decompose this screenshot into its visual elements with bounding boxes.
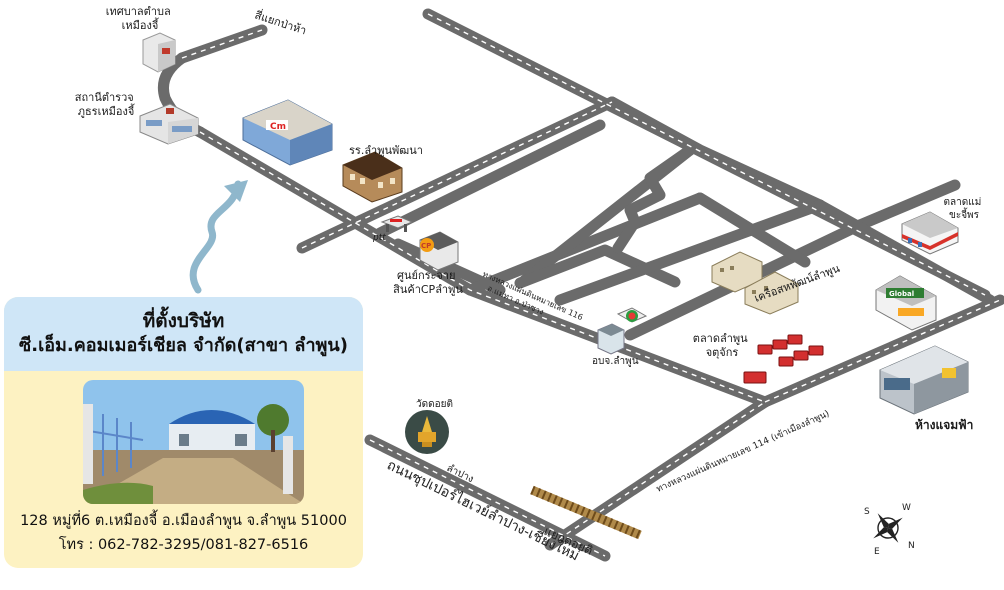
global-sign: Global	[889, 290, 914, 298]
chatuchak-market-label: ตลาดลำพูน จตุจักร	[693, 332, 751, 359]
obj-label: อบจ.ลำพูน	[592, 356, 639, 367]
ptt-label: ptt	[372, 233, 386, 243]
coop-buildings-icon	[711, 251, 799, 315]
company-warehouse-icon: Cm	[242, 99, 333, 166]
cp-distribution-center-icon: CP	[419, 231, 459, 271]
school-label: รร.ลำพูนพัฒนา	[349, 144, 423, 157]
mall-label: ห้างแจมฟ้า	[915, 418, 973, 432]
road-centerlines	[181, 13, 1001, 557]
compass-e: E	[874, 547, 880, 557]
pointer-arrow-icon	[189, 180, 242, 294]
compass-n: N	[908, 541, 915, 551]
municipality-building-icon	[142, 32, 176, 73]
police-station-icon	[139, 103, 199, 145]
info-title: ที่ตั้งบริษัท	[142, 310, 225, 332]
police-label: สถานีตำรวจ ภูธรเหมืองจี้	[75, 91, 137, 118]
svg-text:Cm: Cm	[270, 122, 286, 132]
company-phone: โทร : 062-782-3295/081-827-6516	[58, 537, 309, 553]
company-name: ซี.เอ็ม.คอมเมอร์เชียล จำกัด(สาขา ลำพูน)	[19, 335, 348, 356]
maekhaluang-market-label: ตลาดแม่ ขะจี้พร	[944, 197, 985, 221]
pointer-arrowhead-icon	[224, 180, 248, 202]
svg-text:CP: CP	[421, 242, 431, 250]
school-building-icon	[342, 151, 403, 203]
company-address: 128 หมู่ที่6 ต.เหมืองจี้ อ.เมืองลำพูน จ.…	[20, 513, 347, 529]
global-house-store-icon: Global	[875, 275, 937, 331]
company-info-card: ที่ตั้งบริษัท ซี.เอ็ม.คอมเมอร์เชียล จำกั…	[4, 297, 363, 568]
railway-crossing	[530, 485, 642, 540]
cp-center-label: ศูนย์กระจาย สินค้าCPลำพูน	[393, 269, 464, 296]
ptt-station-icon	[380, 215, 414, 232]
shopping-mall-icon	[879, 345, 969, 415]
temple-label: วัดดอยติ	[416, 399, 453, 410]
municipality-label: เทศบาลตำบล เหมืองจี้	[106, 5, 174, 32]
temple-icon	[405, 410, 449, 454]
compass-s: S	[864, 507, 870, 517]
provincial-office-icon	[597, 323, 625, 355]
compass-w: W	[902, 503, 911, 513]
market-stalls-icon	[743, 334, 824, 384]
superhighway-label: ถนนซุปเปอร์ไฮเวย์ลำปาง-เชียงใหม่	[384, 456, 582, 564]
compass-rose-icon: N E S W	[864, 503, 915, 557]
pt-station-icon	[616, 307, 648, 323]
market-building-icon	[901, 211, 959, 255]
info-card-header: ที่ตั้งบริษัท ซี.เอ็ม.คอมเมอร์เชียล จำกั…	[4, 297, 363, 371]
company-photo	[83, 380, 304, 504]
